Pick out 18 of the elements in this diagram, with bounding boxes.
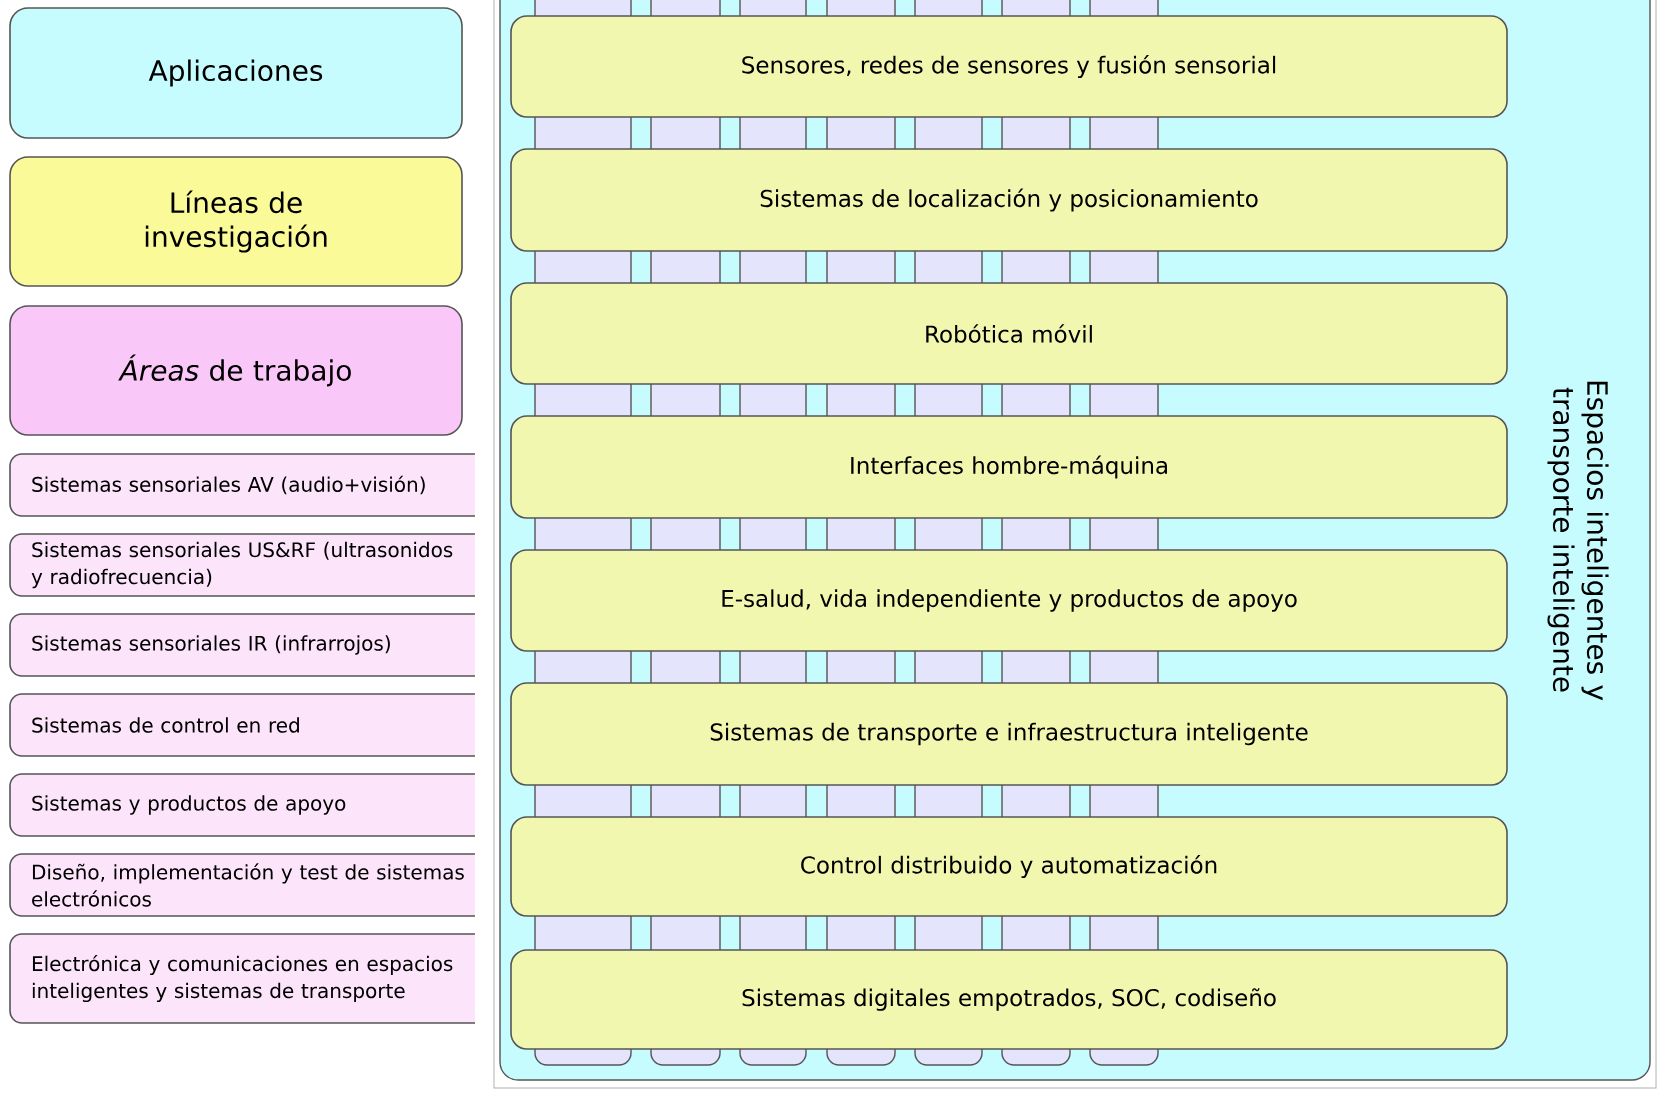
work-area-box: Sistemas sensoriales US&RF (ultrasonidos y radiofrecuencia) (9, 532, 489, 598)
legend-box: Líneas de investigación (9, 156, 463, 287)
work-area-box: Diseño, implementación y test de sistemas electrónicos (9, 852, 489, 918)
research-line-bar: Sistemas digitales empotrados, SOC, codiseño (510, 949, 1508, 1050)
research-line-bar: Interfaces hombre-máquina (510, 415, 1508, 519)
research-line-bar: Sistemas de localización y posicionamiento (510, 148, 1508, 252)
research-line-bar: Control distribuido y automatización (510, 816, 1508, 917)
research-line-bar: Robótica móvil (510, 282, 1508, 385)
work-area-box: Sistemas y productos de apoyo (9, 772, 489, 838)
research-line-bar: E-salud, vida independiente y productos de apoyo (510, 549, 1508, 652)
legend-box: Aplicaciones (9, 7, 463, 139)
research-line-bar: Sensores, redes de sensores y fusión sensorial (510, 15, 1508, 118)
work-area-box: Sistemas sensoriales AV (audio+visión) (9, 452, 489, 518)
research-line-bar: Sistemas de transporte e infraestructura inteligente (510, 682, 1508, 786)
work-area-box: Sistemas de control en red (9, 692, 489, 758)
work-area-box: Electrónica y comunicaciones en espacios inteligentes y sistemas de transporte (9, 932, 489, 1025)
legend-box: Áreas de trabajo (9, 305, 463, 436)
work-area-box: Sistemas sensoriales IR (infrarrojos) (9, 612, 489, 678)
